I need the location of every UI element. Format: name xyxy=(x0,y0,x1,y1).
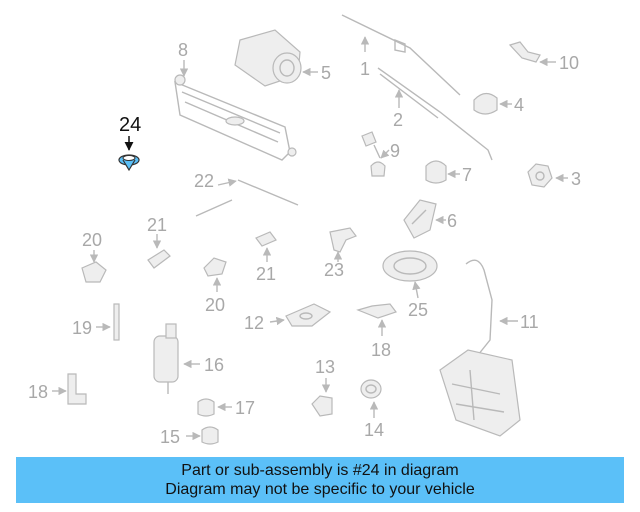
part-8-wiper-linkage xyxy=(174,60,297,161)
part-13-sensor xyxy=(311,378,333,417)
label-14: 14 xyxy=(364,420,384,440)
part-6-bracket xyxy=(403,199,446,239)
part-18-right xyxy=(356,303,397,336)
label-15: 15 xyxy=(160,427,180,447)
part-21-right xyxy=(255,231,277,262)
part-20-jet-left xyxy=(81,250,107,283)
label-25: 25 xyxy=(408,300,428,320)
label-20-left: 20 xyxy=(82,230,102,250)
part-11-reservoir xyxy=(439,259,521,437)
label-11: 11 xyxy=(520,312,539,332)
label-24: 24 xyxy=(119,114,141,136)
part-2-wiper-arm xyxy=(377,67,493,161)
label-18-left: 18 xyxy=(28,382,48,402)
part-25-cover xyxy=(382,250,438,299)
part-1-wiper-blade xyxy=(341,14,461,96)
part-12-seal xyxy=(269,303,332,327)
part-23-connector xyxy=(329,227,357,262)
label-1: 1 xyxy=(360,59,370,79)
part-24-highlighted xyxy=(118,136,140,172)
label-7: 7 xyxy=(462,165,472,185)
label-6: 6 xyxy=(447,211,457,231)
info-banner: Part or sub-assembly is #24 in diagram D… xyxy=(16,457,624,503)
part-15-grommet xyxy=(186,426,219,445)
part-7-grommet xyxy=(425,160,460,184)
part-4-cap xyxy=(473,92,512,115)
part-18-left xyxy=(52,373,87,405)
banner-line-part: Part or sub-assembly is #24 in diagram xyxy=(181,462,459,479)
label-18-right: 18 xyxy=(371,340,391,360)
label-19: 19 xyxy=(72,318,92,338)
label-10: 10 xyxy=(559,53,579,73)
part-14-grommet xyxy=(360,379,382,418)
label-2: 2 xyxy=(393,110,403,130)
label-3: 3 xyxy=(571,169,581,189)
part-22-hose xyxy=(195,178,299,217)
label-8: 8 xyxy=(178,40,188,60)
label-4: 4 xyxy=(514,95,524,115)
part-21-left xyxy=(147,234,171,269)
label-21-left: 21 xyxy=(147,215,167,235)
label-16: 16 xyxy=(204,355,224,375)
part-9-clips xyxy=(361,131,390,177)
label-5: 5 xyxy=(321,63,331,83)
part-19-rod xyxy=(96,303,120,341)
part-17-grommet xyxy=(197,398,232,417)
label-21-right: 21 xyxy=(256,264,276,284)
part-20-jet-right xyxy=(203,257,227,292)
label-9: 9 xyxy=(390,141,400,161)
part-5-wiper-motor xyxy=(234,29,318,87)
label-12: 12 xyxy=(244,313,264,333)
banner-line-disclaimer: Diagram may not be specific to your vehi… xyxy=(165,481,475,498)
part-10-bracket xyxy=(508,41,556,67)
part-16-washer-pump xyxy=(153,323,200,394)
label-22: 22 xyxy=(194,171,214,191)
label-23: 23 xyxy=(324,260,344,280)
label-20-right: 20 xyxy=(205,295,225,315)
label-13: 13 xyxy=(315,357,335,377)
label-17: 17 xyxy=(235,398,255,418)
part-3-nut xyxy=(527,163,568,188)
